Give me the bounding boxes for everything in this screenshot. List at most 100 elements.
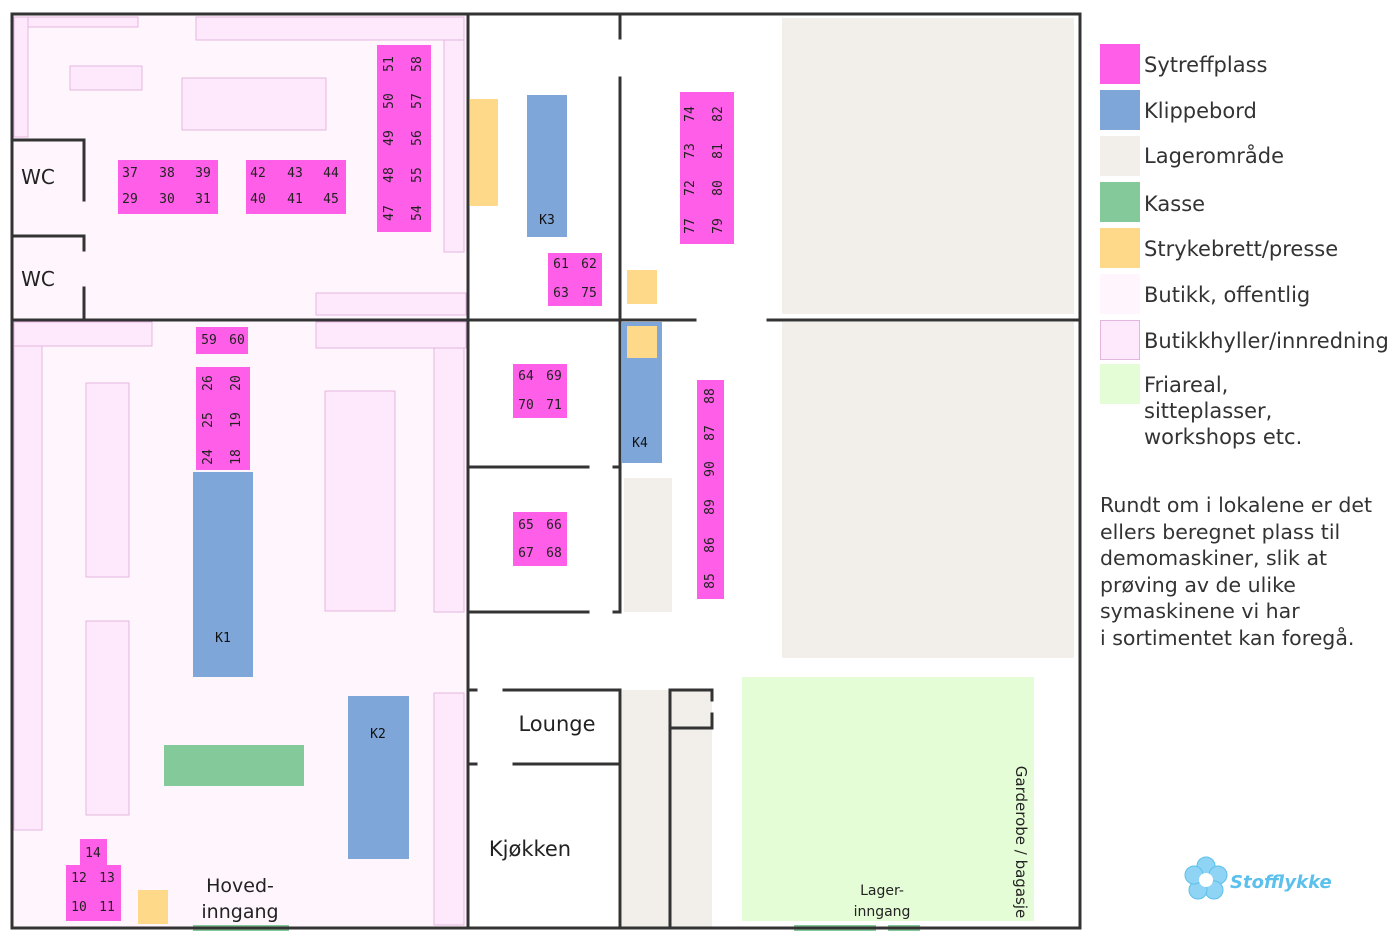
seat-number: 56 (410, 130, 425, 146)
seat-number: 87 (703, 425, 718, 441)
seat-number: 54 (410, 205, 425, 221)
seat-number: 42 (250, 166, 266, 181)
shelf (443, 39, 465, 253)
seat-number: 10 (71, 900, 87, 915)
seat-number: 77 (683, 218, 698, 234)
seat-number: 89 (703, 499, 718, 515)
logo-text: Stofflykke (1230, 872, 1332, 893)
sewing-station (196, 367, 250, 470)
seat-number: 13 (99, 871, 115, 886)
seat-number: 63 (553, 286, 569, 301)
seat-number: 11 (99, 900, 115, 915)
storage-area (670, 690, 712, 928)
shelf (433, 692, 465, 926)
seat-number: 50 (382, 93, 397, 109)
cutting-table-label: K4 (632, 436, 648, 451)
seat-number: 86 (703, 537, 718, 553)
seat-number: 85 (703, 573, 718, 589)
storage-area (782, 322, 1074, 658)
seat-number: 70 (518, 398, 534, 413)
seat-number: 57 (410, 93, 425, 109)
seat-number: 26 (201, 375, 216, 391)
note-line: demomaskiner, slik at (1100, 546, 1328, 570)
seat-number: 29 (122, 192, 138, 207)
legend-label: Kasse (1144, 191, 1205, 217)
shelf (85, 382, 130, 578)
seat-number: 66 (546, 518, 562, 533)
seat-number: 47 (382, 205, 397, 221)
legend-label: Butikk, offentlig (1144, 282, 1310, 308)
seat-number: 75 (581, 286, 597, 301)
storage-area (622, 690, 670, 928)
shelf (181, 77, 327, 131)
seat-number: 73 (683, 143, 698, 159)
storage-area (782, 18, 1074, 314)
seat-number: 30 (159, 192, 175, 207)
shelf (315, 321, 467, 349)
walls (10, 12, 1082, 930)
legend-label-line: Butikkhyller/innredning (1144, 329, 1389, 353)
sewing-station (513, 512, 567, 566)
note-line: symaskinene vi har (1100, 599, 1300, 623)
labels: WCWCLoungeKjøkkenHoved-inngangLager-inng… (21, 56, 1030, 923)
legend-swatch (1100, 182, 1140, 222)
sewing-station (66, 865, 121, 921)
cutting-table-label: K3 (539, 213, 555, 228)
seat-number: 25 (201, 412, 216, 428)
legend-label-line: Klippebord (1144, 99, 1257, 123)
legend-label-line: Kasse (1144, 192, 1206, 216)
seat-number: 79 (711, 218, 726, 234)
seat-number: 31 (195, 192, 211, 207)
seat-number: 72 (683, 180, 698, 196)
room-label-storage-entrance: inngang (854, 904, 911, 920)
room-label-kitchen: Kjøkken (489, 837, 571, 861)
legend-label-line: Lagerområde (1144, 144, 1285, 168)
storage-area (624, 478, 672, 612)
seat-number: 59 (201, 333, 217, 348)
seat-number: 24 (201, 449, 216, 465)
sewing-station (548, 253, 602, 306)
seat-number: 65 (518, 518, 534, 533)
seat-number: 41 (287, 192, 303, 207)
seat-number: 14 (85, 846, 101, 861)
ironing-board (627, 326, 657, 358)
shelf (69, 65, 143, 91)
seat-number: 55 (410, 167, 425, 183)
seat-number: 43 (287, 166, 303, 181)
seat-number: 71 (546, 398, 562, 413)
floor-plan: WCWCLoungeKjøkkenHoved-inngangLager-inng… (10, 12, 1082, 931)
legend-label-line: Strykebrett/presse (1144, 237, 1339, 261)
shelf (13, 16, 29, 138)
shelf (13, 16, 139, 28)
legend-swatch (1100, 90, 1140, 130)
legend-label: Butikkhyller/innredning (1144, 328, 1389, 354)
room-label-lounge: Lounge (518, 712, 595, 736)
sewing-station (513, 364, 567, 418)
cashier-desk (164, 745, 304, 786)
room-label-wardrobe: Garderobe / bagasje (1012, 766, 1030, 918)
shelf (195, 16, 465, 41)
legend-swatch (1100, 228, 1140, 268)
seat-number: 51 (382, 56, 397, 72)
legend-label: Klippebord (1144, 98, 1257, 124)
legend-label: Sytreffplass (1144, 52, 1267, 78)
ironing-board (138, 890, 168, 924)
shelf (433, 347, 465, 613)
cutting-table-label: K2 (370, 727, 386, 742)
seat-number: 44 (323, 166, 339, 181)
seat-number: 18 (229, 449, 244, 465)
room-label-main-entrance: Hoved- (206, 875, 274, 897)
cutting-table (193, 472, 253, 677)
legend-label-line: Sytreffplass (1144, 53, 1268, 77)
legend-swatch (1100, 364, 1140, 404)
shelf (315, 292, 467, 316)
seat-number: 60 (229, 333, 245, 348)
seat-number: 49 (382, 130, 397, 146)
legend-label-line: Butikk, offentlig (1144, 283, 1311, 307)
seat-number: 81 (711, 143, 726, 159)
shelf (13, 345, 43, 831)
seat-number: 69 (546, 369, 562, 384)
note-line: i sortimentet kan foregå. (1100, 625, 1355, 650)
seat-number: 90 (703, 461, 718, 477)
